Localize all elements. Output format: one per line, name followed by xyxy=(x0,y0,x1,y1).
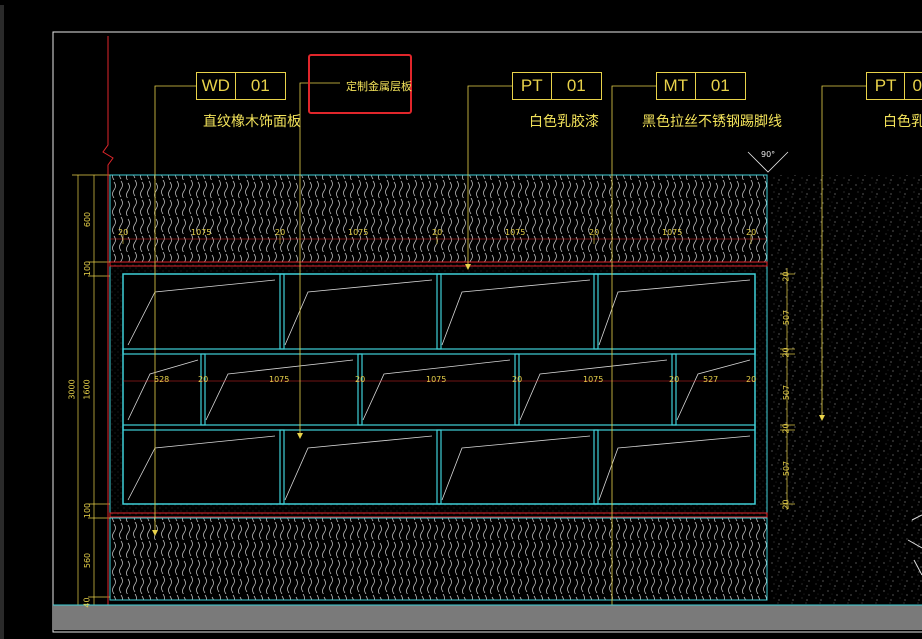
dim-label: 507 xyxy=(782,309,792,326)
dim-label: 20 xyxy=(589,228,600,237)
dim-label: 20 xyxy=(746,228,757,237)
dim-label: 1075 xyxy=(583,375,604,384)
dim-label: 1600 xyxy=(82,379,92,400)
highlight-callout: 定制金属层板 xyxy=(308,54,412,114)
dim-label: 1075 xyxy=(191,228,212,237)
dim-label: 40 xyxy=(82,597,92,608)
dim-label: 20 xyxy=(512,375,523,384)
material-tag-mt01: MT 01 xyxy=(656,72,746,100)
material-desc-pt01: 白色乳胶漆 xyxy=(529,114,599,130)
tag-number: 01 xyxy=(710,76,730,95)
dim-label: 527 xyxy=(703,375,719,384)
dim-label: 1075 xyxy=(662,228,683,237)
material-tag-pt01: PT 01 xyxy=(512,72,602,100)
dim-label: 20 xyxy=(746,375,757,384)
dim-label: 20 xyxy=(275,228,286,237)
dim-total-label: 3000 xyxy=(67,379,77,400)
material-tag-wd01: WD 01 xyxy=(196,72,286,100)
tag-code: WD xyxy=(197,73,236,99)
dim-label: 600 xyxy=(83,211,93,228)
dim-label: 20 xyxy=(781,271,791,282)
material-desc-pt-right: 白色乳胶 xyxy=(883,114,922,130)
dim-label: 20 xyxy=(355,375,366,384)
callout-label: 定制金属层板 xyxy=(346,80,412,93)
tag-code: PT xyxy=(867,73,906,99)
dim-label: 1075 xyxy=(505,228,526,237)
dim-label: 528 xyxy=(154,375,170,384)
dim-label: 1075 xyxy=(348,228,369,237)
material-tag-pt-right: PT 0 xyxy=(866,72,922,100)
dim-label: 20 xyxy=(198,375,209,384)
material-desc-mt01: 黑色拉丝不锈钢踢脚线 xyxy=(642,114,782,130)
dim-label: 507 xyxy=(782,460,792,477)
dim-label: 20 xyxy=(118,228,129,237)
dim-label: 20 xyxy=(781,347,791,358)
angle-label: 90° xyxy=(761,150,776,159)
tag-code: MT xyxy=(657,73,696,99)
tag-number: 0 xyxy=(912,76,922,95)
dim-label: 507 xyxy=(782,384,792,401)
dim-label: 20 xyxy=(781,499,791,510)
dim-label: 20 xyxy=(669,375,680,384)
dim-label: 100 xyxy=(83,502,93,519)
dim-label: 1075 xyxy=(426,375,447,384)
dim-label: 560 xyxy=(83,552,93,569)
tag-number: 01 xyxy=(566,76,586,95)
dim-label: 100 xyxy=(83,260,93,277)
tag-number: 01 xyxy=(250,76,270,95)
material-desc-wd01: 直纹橡木饰面板 xyxy=(203,114,301,130)
dim-label: 1075 xyxy=(269,375,290,384)
tag-code: PT xyxy=(513,73,552,99)
dim-label: 20 xyxy=(432,228,443,237)
dim-label: 20 xyxy=(781,423,791,434)
